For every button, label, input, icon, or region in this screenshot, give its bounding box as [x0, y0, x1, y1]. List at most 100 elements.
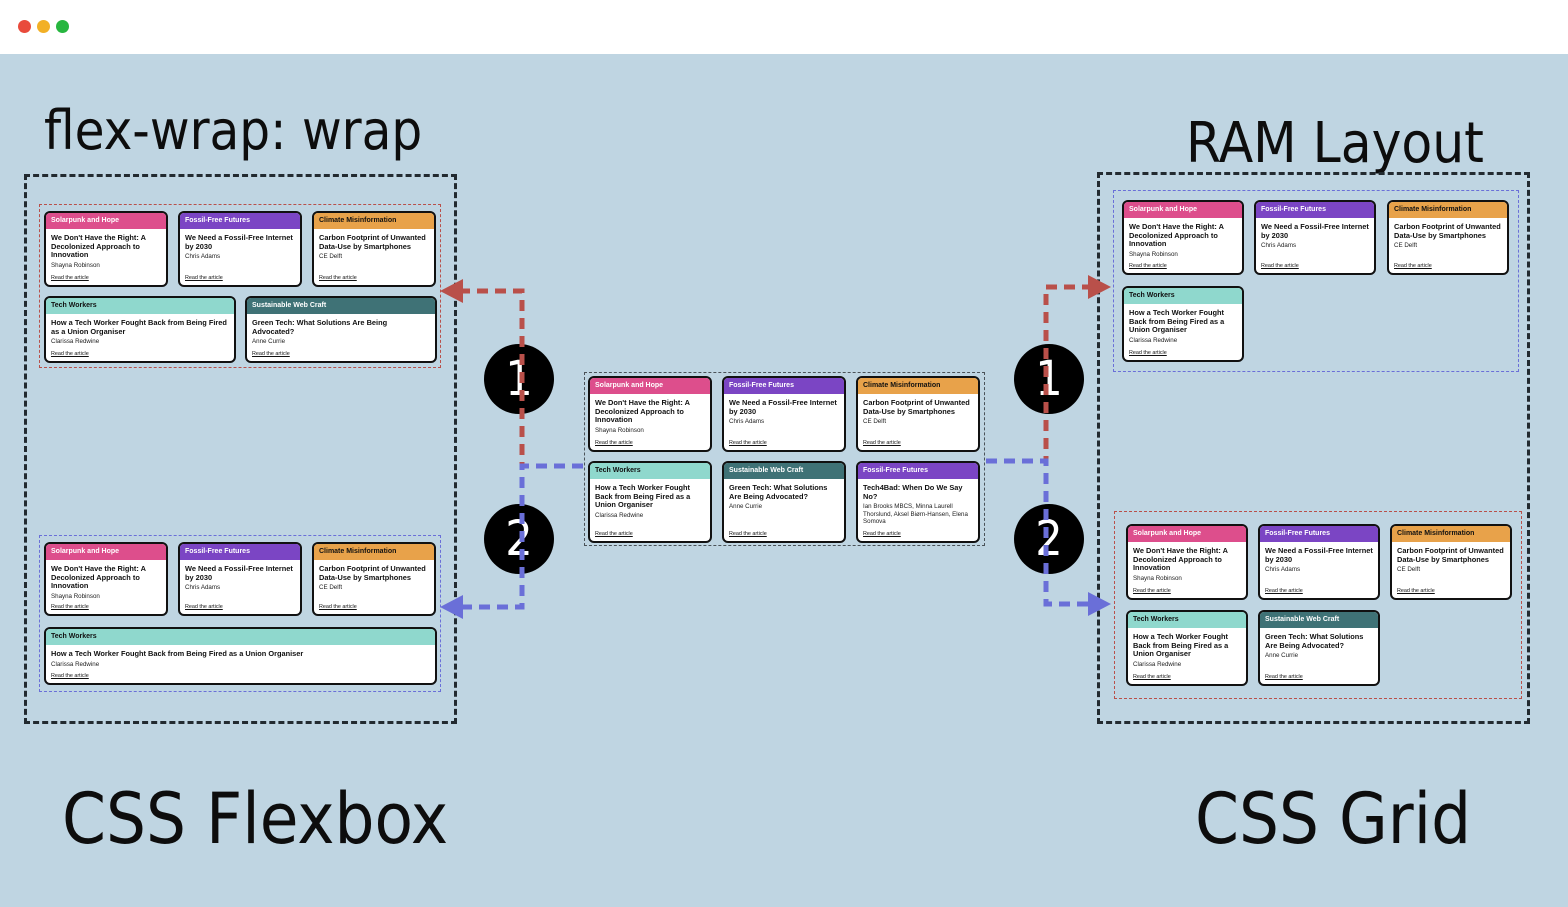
read-article-link[interactable]: Read the article	[319, 275, 357, 281]
read-article-link[interactable]: Read the article	[1129, 350, 1167, 356]
card-tag: Climate Misinformation	[314, 213, 434, 229]
card-title: We Don't Have the Right: A Decolonized A…	[1133, 546, 1228, 573]
card-author: Clarissa Redwine	[595, 511, 644, 519]
read-article-link[interactable]: Read the article	[863, 531, 901, 537]
card-author: Clarissa Redwine	[51, 338, 100, 346]
card-author: Anne Currie	[1265, 652, 1299, 660]
read-article-link[interactable]: Read the article	[185, 275, 223, 281]
card-title: We Need a Fossil-Free Internet by 2030	[729, 398, 837, 416]
card-author: CE Delft	[1397, 566, 1421, 574]
card-author: Shayna Robinson	[1133, 574, 1182, 582]
card-author: Anne Currie	[252, 338, 286, 346]
card-title: How a Tech Worker Fought Back from Being…	[595, 483, 691, 510]
card-author: Shayna Robinson	[1129, 250, 1178, 258]
card-author: Clarissa Redwine	[1133, 660, 1182, 668]
card-author: CE Delft	[319, 253, 343, 261]
card-author: Chris Adams	[185, 253, 221, 261]
read-article-link[interactable]: Read the article	[1129, 263, 1167, 269]
step-2-badge-right: 2	[1014, 504, 1084, 574]
card-tag: Tech Workers	[590, 463, 710, 479]
step-1-badge-left: 1	[484, 344, 554, 414]
read-article-link[interactable]: Read the article	[51, 673, 89, 679]
card-title: How a Tech Worker Fought Back from Being…	[51, 649, 304, 658]
arrow-blue-right	[986, 458, 1088, 607]
card-author: Clarissa Redwine	[51, 660, 100, 668]
card-title: We Don't Have the Right: A Decolonized A…	[1129, 222, 1224, 249]
read-article-link[interactable]: Read the article	[51, 275, 89, 281]
arrow-red-right-head	[1088, 275, 1111, 299]
read-article-link[interactable]: Read the article	[51, 604, 89, 610]
read-article-link[interactable]: Read the article	[1397, 588, 1435, 594]
diagram-canvas: flex-wrap: wrap RAM Layout CSS Flexbox C…	[0, 54, 1568, 907]
card-title: We Need a Fossil-Free Internet by 2030	[1261, 222, 1369, 240]
card-tag: Tech Workers	[1124, 288, 1242, 304]
card-tag: Climate Misinformation	[1392, 526, 1510, 542]
read-article-link[interactable]: Read the article	[863, 440, 901, 446]
card-title: Green Tech: What Solutions Are Being Adv…	[252, 318, 388, 336]
article-card: Fossil-Free Futures We Need a Fossil-Free…	[178, 211, 302, 287]
read-article-link[interactable]: Read the article	[595, 440, 633, 446]
card-title: We Don't Have the Right: A Decolonized A…	[595, 398, 690, 425]
read-article-link[interactable]: Read the article	[729, 531, 767, 537]
card-title: Carbon Footprint of Unwanted Data-Use by…	[1397, 546, 1504, 564]
flex-wrap-title: flex-wrap: wrap	[44, 99, 423, 162]
step-2-badge-left: 2	[484, 504, 554, 574]
read-article-link[interactable]: Read the article	[319, 604, 357, 610]
read-article-link[interactable]: Read the article	[1133, 588, 1171, 594]
read-article-link[interactable]: Read the article	[1265, 588, 1303, 594]
card-title: We Don't Have the Right: A Decolonized A…	[51, 564, 146, 591]
maximize-window-icon[interactable]	[56, 20, 69, 33]
read-article-link[interactable]: Read the article	[1133, 674, 1171, 680]
read-article-link[interactable]: Read the article	[595, 531, 633, 537]
css-flexbox-heading: CSS Flexbox	[62, 778, 449, 860]
minimize-window-icon[interactable]	[37, 20, 50, 33]
read-article-link[interactable]: Read the article	[252, 351, 290, 357]
read-article-link[interactable]: Read the article	[1261, 263, 1299, 269]
step-1-badge-right: 1	[1014, 344, 1084, 414]
card-author: Chris Adams	[185, 584, 221, 592]
css-grid-heading: CSS Grid	[1195, 778, 1472, 860]
close-window-icon[interactable]	[18, 20, 31, 33]
card-tag: Solarpunk and Hope	[1124, 202, 1242, 218]
source-cards-group	[584, 372, 985, 546]
read-article-link[interactable]: Read the article	[1394, 263, 1432, 269]
card-tag: Tech Workers	[46, 298, 234, 314]
card-author: Chris Adams	[729, 418, 765, 426]
card-title: How a Tech Worker Fought Back from Being…	[1133, 632, 1229, 659]
arrow-red-left	[463, 288, 583, 469]
card-tag: Sustainable Web Craft	[724, 463, 844, 479]
card-title: Tech4Bad: When Do We Say No?	[863, 483, 963, 501]
card-title: We Need a Fossil-Free Internet by 2030	[185, 233, 293, 251]
card-tag: Tech Workers	[1128, 612, 1246, 628]
card-author: CE Delft	[1394, 242, 1418, 250]
read-article-link[interactable]: Read the article	[729, 440, 767, 446]
card-author: Clarissa Redwine	[1129, 336, 1178, 344]
read-article-link[interactable]: Read the article	[185, 604, 223, 610]
grid-frame	[1097, 172, 1530, 724]
card-tag: Fossil-Free Futures	[180, 213, 300, 229]
card-tag: Climate Misinformation	[1389, 202, 1507, 218]
ram-layout-title: RAM Layout	[1186, 111, 1484, 176]
card-title: We Need a Fossil-Free Internet by 2030	[185, 564, 293, 582]
read-article-link[interactable]: Read the article	[51, 351, 89, 357]
arrow-red-right	[986, 284, 1088, 464]
flexbox-frame	[24, 174, 457, 724]
grid-example-1	[1113, 190, 1519, 372]
read-article-link[interactable]: Read the article	[1265, 674, 1303, 680]
card-author: CE Delft	[863, 418, 887, 426]
card-title: Green Tech: What Solutions Are Being Adv…	[1265, 632, 1364, 650]
